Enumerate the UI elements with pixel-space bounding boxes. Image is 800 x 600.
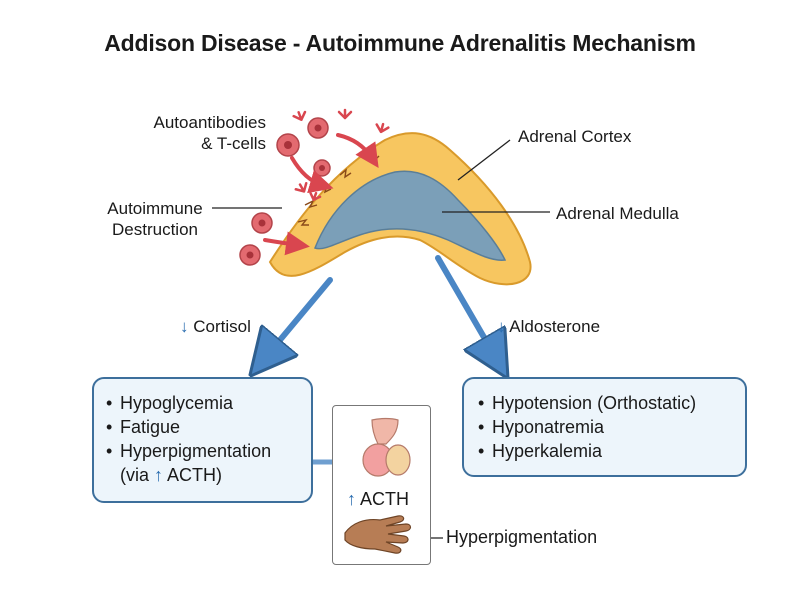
effect-hyperkalemia: Hyperkalemia: [478, 439, 735, 463]
autoimmune-destruction-label: Autoimmune Destruction: [107, 199, 203, 239]
autoantibodies-label: Autoantibodies & T-cells: [153, 113, 266, 153]
attack-arrow-2: [336, 133, 379, 168]
attack-arrow-1: [290, 156, 334, 194]
acth-label: ↑ ACTH: [347, 489, 410, 509]
t-cell-1: [276, 133, 300, 157]
aldosterone-arrow: [435, 255, 496, 358]
immune-cells: [239, 117, 331, 266]
adrenal-medulla-label: Adrenal Medulla: [556, 204, 679, 223]
cortex-leader: [457, 139, 511, 181]
hyperpigmentation-label: Hyperpigmentation: [446, 527, 598, 547]
up-arrow-icon: ↑: [347, 489, 356, 509]
aldosterone-label: ↓ Aldosterone: [497, 317, 601, 336]
effect-fatigue: Fatigue: [106, 415, 301, 439]
adrenal-cortex-label: Adrenal Cortex: [518, 127, 632, 146]
effect-hypotension: Hypotension (Orthostatic): [478, 391, 735, 415]
adrenal-medulla-shape: [314, 170, 507, 261]
up-arrow-icon: ↑: [154, 465, 164, 485]
down-arrow-icon: ↓: [180, 317, 189, 336]
t-cell-3: [251, 212, 273, 234]
effect-hyperpigmentation: Hyperpigmentation: [106, 439, 301, 463]
aldosterone-effects-box: Hypotension (Orthostatic) Hyponatremia H…: [462, 377, 747, 477]
attack-arrow-3: [263, 231, 310, 256]
flow-arrows: [265, 255, 496, 358]
acth-panel: [332, 405, 431, 565]
effect-hyponatremia: Hyponatremia: [478, 415, 735, 439]
via-acth-note: (via ↑ ACTH): [120, 465, 223, 485]
cortisol-label: ↓ Cortisol: [180, 317, 251, 336]
effect-hypoglycemia: Hypoglycemia: [106, 391, 301, 415]
t-cell-5: [313, 159, 331, 177]
antibodies: [292, 108, 390, 202]
attack-arrows: [263, 133, 379, 256]
t-cell-2: [307, 117, 329, 139]
page-title: Addison Disease - Autoimmune Adrenalitis…: [104, 30, 696, 56]
cortisol-effects-box: Hypoglycemia Fatigue Hyperpigmentation (…: [92, 377, 313, 503]
down-arrow-icon: ↓: [497, 317, 506, 336]
t-cell-4: [239, 244, 261, 266]
cortisol-arrow: [265, 277, 333, 358]
